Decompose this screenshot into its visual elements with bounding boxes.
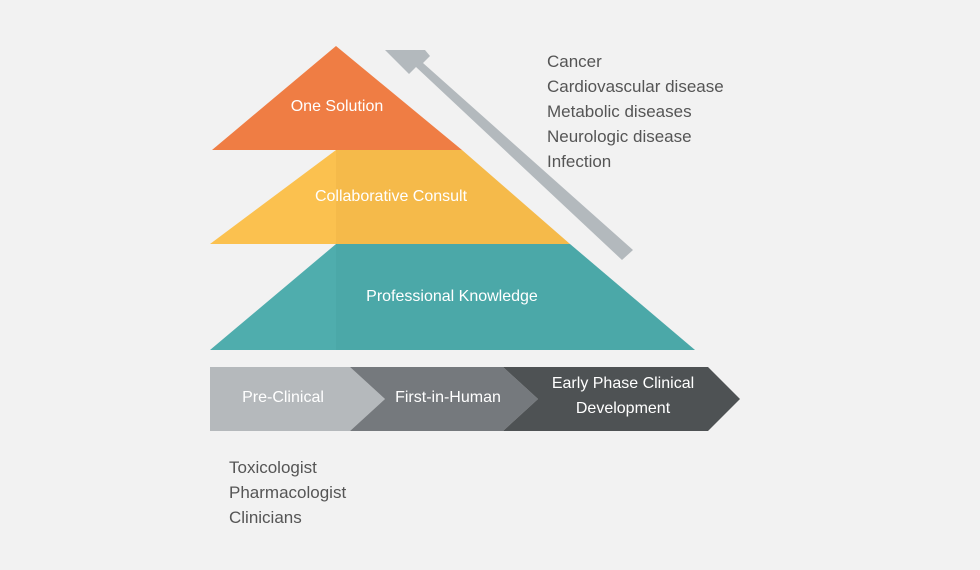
phase-chevron-early-phase <box>503 367 740 431</box>
pyramid-layer-middle <box>210 150 570 244</box>
disease-item: Cardiovascular disease <box>547 77 724 96</box>
pyramid-layer-bottom <box>210 244 695 350</box>
upward-arrow <box>385 50 633 260</box>
disease-item: Infection <box>547 152 612 171</box>
phase-label-early-phase-line-1: Early Phase Clinical <box>551 375 695 392</box>
phase-label-pre-clinical: Pre-Clinical <box>242 389 324 406</box>
pyramid-label-collaborative-consult: Collaborative Consult <box>314 188 468 205</box>
expert-item: Clinicians <box>229 508 302 527</box>
pyramid-overlap-middle <box>336 150 570 244</box>
disease-item: Neurologic disease <box>547 127 692 146</box>
pyramid-layer-top <box>212 46 462 150</box>
expert-item: Toxicologist <box>229 458 317 477</box>
pyramid-label-professional-knowledge: Professional Knowledge <box>366 288 538 305</box>
phase-chevron-pre-clinical <box>210 367 385 431</box>
disease-item: Cancer <box>547 52 602 71</box>
phase-label-first-in-human: First-in-Human <box>395 389 501 406</box>
phase-chevron-first-in-human <box>350 367 538 431</box>
disease-item: Metabolic diseases <box>547 102 692 121</box>
pyramid-overlap-bottom <box>336 244 695 350</box>
expert-item: Pharmacologist <box>229 483 347 502</box>
pyramid-label-one-solution: One Solution <box>290 98 384 115</box>
expert-list: Toxicologist Pharmacologist Clinicians <box>229 455 346 530</box>
phase-label-early-phase-line-2: Development <box>575 400 671 417</box>
disease-list: Cancer Cardiovascular disease Metabolic … <box>547 49 724 174</box>
